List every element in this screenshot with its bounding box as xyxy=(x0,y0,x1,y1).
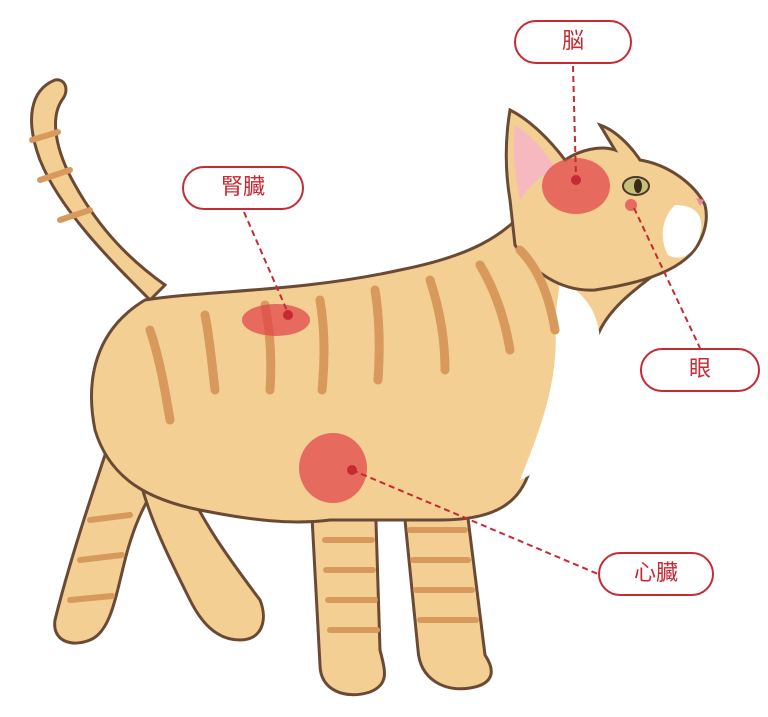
heart-label: 心臓 xyxy=(598,552,714,596)
kidney-spot xyxy=(242,304,310,336)
eye-label: 眼 xyxy=(640,348,760,392)
brain-label: 脳 xyxy=(514,20,632,64)
eye-icon xyxy=(623,177,649,195)
heart-spot xyxy=(299,433,367,503)
cat-head xyxy=(506,110,706,290)
tail xyxy=(32,80,165,300)
kidney-label: 腎臓 xyxy=(182,166,304,210)
